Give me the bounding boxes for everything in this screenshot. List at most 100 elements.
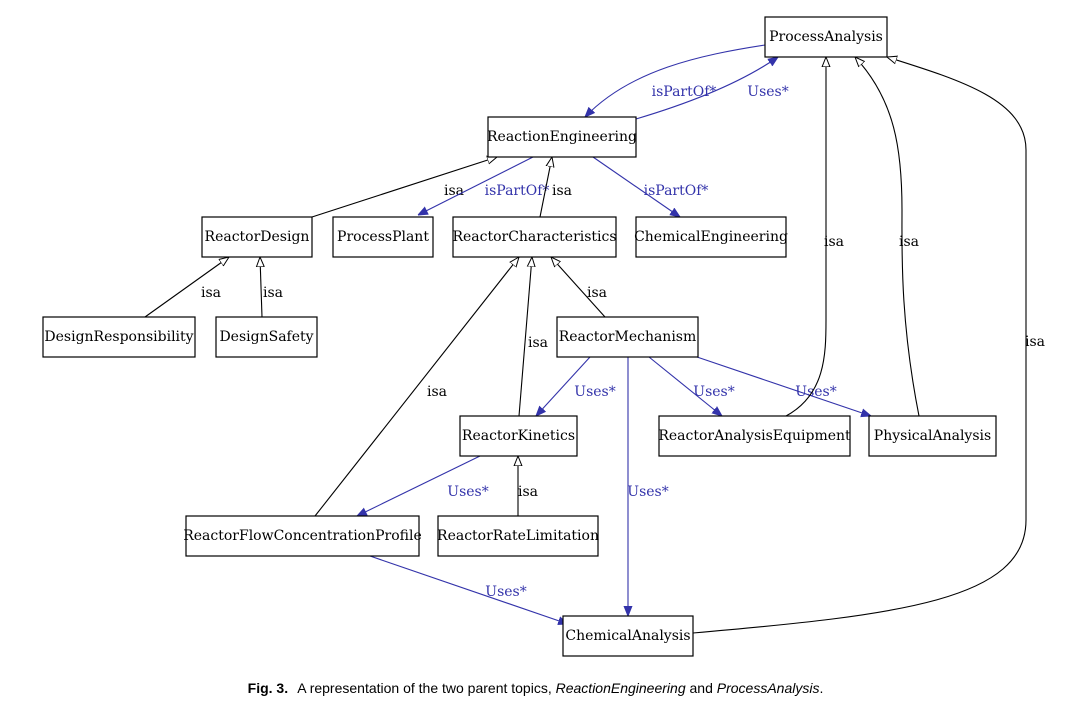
edge-line: [539, 157, 552, 218]
node-design-responsibility: DesignResponsibility: [42, 316, 196, 358]
edge-label: Uses*: [693, 384, 734, 400]
caption-topic-b: ProcessAnalysis: [716, 680, 820, 696]
edge-reactor-kinetics-to-reactor-characteristics: isa: [518, 257, 548, 417]
edge-reactor-mechanism-to-chemical-analysis: Uses*: [627, 357, 669, 616]
edge-label: isa: [201, 285, 221, 301]
node-label: ReactorCharacteristics: [452, 229, 616, 245]
node-reactor-rate-limitation: ReactorRateLimitation: [437, 515, 599, 557]
edge-line: [418, 156, 534, 215]
node-label: ProcessPlant: [337, 229, 429, 245]
edge-reactor-flow-concentration-profile-to-chemical-analysis: Uses*: [369, 555, 568, 624]
edge-label: Uses*: [747, 84, 788, 100]
node-label: ReactorMechanism: [559, 329, 697, 345]
edge-reactor-kinetics-to-reactor-flow-concentration-profile: Uses*: [357, 455, 489, 516]
edge-reactor-mechanism-to-physical-analysis: Uses*: [696, 356, 871, 416]
node-physical-analysis: PhysicalAnalysis: [868, 415, 997, 457]
node-label: ReactorDesign: [205, 229, 310, 245]
edge-line: [785, 57, 826, 417]
node-reactor-characteristics: ReactorCharacteristics: [452, 216, 617, 258]
node-box: [452, 216, 617, 258]
edge-line: [536, 356, 591, 416]
edge-line: [518, 257, 532, 417]
node-label: ProcessAnalysis: [769, 29, 883, 45]
edge-reactor-mechanism-to-reactor-kinetics: Uses*: [536, 356, 616, 416]
node-process-plant: ProcessPlant: [332, 216, 434, 258]
edge-label: isa: [263, 285, 283, 301]
edge-line: [585, 44, 766, 117]
node-box: [487, 116, 637, 158]
edge-label: isa: [528, 335, 548, 351]
node-reactor-mechanism: ReactorMechanism: [556, 316, 699, 358]
node-box: [332, 216, 434, 258]
edge-process-analysis-to-reaction-engineering: isPartOf*: [585, 44, 766, 117]
edge-line: [551, 257, 606, 318]
edge-line: [696, 356, 871, 416]
nodes-layer: ProcessAnalysisReactionEngineeringReacto…: [42, 16, 997, 657]
edge-reactor-design-to-reaction-engineering: isa: [311, 157, 497, 218]
edge-line: [311, 157, 497, 218]
edge-line: [635, 57, 778, 120]
node-box: [42, 316, 196, 358]
node-box: [635, 216, 787, 258]
node-label: ReactorFlowConcentrationProfile: [183, 528, 422, 544]
edge-line: [592, 156, 680, 217]
edge-label: Uses*: [795, 384, 836, 400]
edge-label: isa: [444, 183, 464, 199]
caption-text-before: A representation of the two parent topic…: [297, 680, 552, 696]
edge-label: isa: [899, 234, 919, 250]
node-box: [562, 615, 694, 657]
node-label: ReactorKinetics: [462, 428, 575, 444]
edge-physical-analysis-to-process-analysis: isa: [855, 57, 920, 417]
edge-line: [260, 257, 262, 318]
node-box: [459, 415, 578, 457]
node-reactor-analysis-equipment: ReactorAnalysisEquipment: [658, 415, 851, 457]
node-box: [185, 515, 420, 557]
edge-reactor-rate-limitation-to-reactor-kinetics: isa: [518, 456, 538, 516]
edge-reaction-engineering-to-chemical-engineering: isPartOf*: [592, 156, 709, 217]
node-label: ChemicalAnalysis: [565, 628, 690, 644]
node-chemical-engineering: ChemicalEngineering: [634, 216, 788, 258]
edge-label: isPartOf*: [485, 183, 550, 199]
caption-topic-a: ReactionEngineering: [555, 680, 686, 696]
edge-line: [692, 57, 1027, 634]
node-label: ReactorAnalysisEquipment: [658, 428, 851, 444]
node-box: [556, 316, 699, 358]
edge-reactor-characteristics-to-reaction-engineering: isa: [539, 157, 572, 218]
edge-reaction-engineering-to-process-analysis: Uses*: [635, 57, 789, 120]
edge-label: isa: [518, 484, 538, 500]
node-design-safety: DesignSafety: [215, 316, 318, 358]
caption-text-after: .: [819, 680, 824, 696]
node-reactor-flow-concentration-profile: ReactorFlowConcentrationProfile: [183, 515, 422, 557]
edge-label: Uses*: [447, 484, 488, 500]
edge-line: [144, 257, 229, 318]
node-label: ReactorRateLimitation: [437, 528, 599, 544]
edge-reactor-analysis-equipment-to-process-analysis: isa: [785, 57, 844, 417]
edge-line: [357, 455, 481, 516]
edge-label: isa: [824, 234, 844, 250]
node-label: ReactionEngineering: [487, 129, 637, 145]
figure-caption: Fig. 3. A representation of the two pare…: [0, 680, 1071, 696]
edge-label: isPartOf*: [644, 183, 709, 199]
edge-design-safety-to-reactor-design: isa: [260, 257, 283, 318]
edge-reaction-engineering-to-process-plant: isPartOf*: [418, 156, 550, 215]
node-box: [868, 415, 997, 457]
node-reaction-engineering: ReactionEngineering: [487, 116, 637, 158]
edge-reactor-mechanism-to-reactor-analysis-equipment: Uses*: [648, 356, 735, 416]
caption-text-mid: and: [689, 680, 713, 696]
edge-reactor-flow-concentration-profile-to-reactor-characteristics: isa: [314, 257, 519, 517]
edge-reactor-mechanism-to-reactor-characteristics: isa: [551, 257, 607, 318]
edge-line: [648, 356, 722, 416]
edge-label: Uses*: [485, 584, 526, 600]
edge-label: Uses*: [627, 484, 668, 500]
edge-label: Uses*: [574, 384, 615, 400]
node-label: DesignResponsibility: [44, 329, 193, 345]
node-box: [764, 16, 888, 58]
edge-label: isa: [427, 384, 447, 400]
edge-label: isa: [552, 183, 572, 199]
node-box: [658, 415, 851, 457]
node-label: PhysicalAnalysis: [874, 428, 991, 444]
edge-label: isa: [587, 285, 607, 301]
node-box: [437, 515, 599, 557]
